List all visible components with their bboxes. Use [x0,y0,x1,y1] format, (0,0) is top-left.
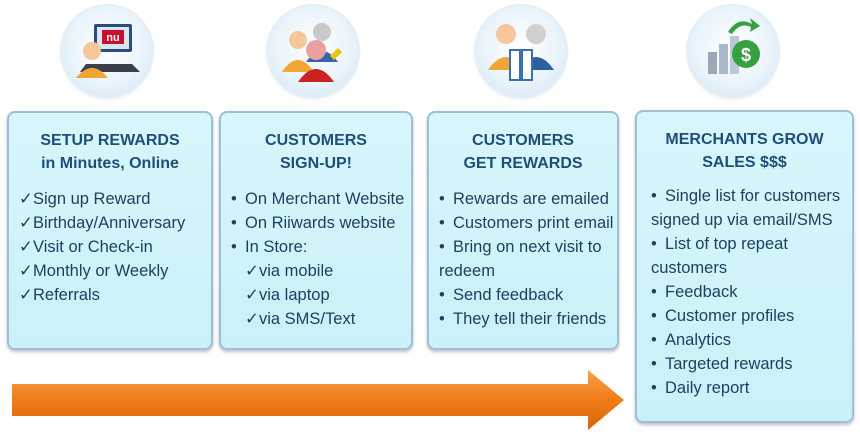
gift-exchange-icon [476,6,566,96]
list-item: •On Merchant Website [231,190,405,208]
panel-customers-signup: CUSTOMERS SIGN-UP! •On Merchant Website … [219,111,413,350]
panel-title: CUSTOMERS SIGN-UP! [265,132,367,172]
list-item: •In Store: [231,238,308,256]
list-item: ✓via mobile [245,262,334,280]
panel-title: MERCHANTS GROW SALES $$$ [665,131,824,171]
feature-list: •Single list for customers signed up via… [637,184,852,400]
list-item: •Bring on next visit to redeem [439,238,602,280]
list-item: •Customer profiles [651,307,795,325]
svg-text:$: $ [741,45,751,65]
panel-customers-get-rewards: CUSTOMERS GET REWARDS •Rewards are email… [427,111,619,350]
panel-title: SETUP REWARDS in Minutes, Online [40,132,180,172]
progress-arrow [12,370,624,430]
list-item: •Targeted rewards [651,355,793,373]
list-item: ✓Birthday/Anniversary [19,214,186,232]
feature-list: •Rewards are emailed •Customers print em… [429,187,617,331]
list-item: •On Riiwards website [231,214,396,232]
list-item: ✓via SMS/Text [245,310,356,328]
laptop-screen-text: nu [106,32,119,44]
list-item: ✓via laptop [245,286,330,304]
list-item: ✓Sign up Reward [19,190,151,208]
list-item: •Single list for customers signed up via… [651,187,841,229]
list-item: •Send feedback [439,286,564,304]
feature-list: •On Merchant Website •On Riiwards websit… [221,187,411,331]
list-item: •Customers print email [439,214,614,232]
list-item: •Rewards are emailed [439,190,609,208]
list-item: •List of top repeat customers [651,235,788,277]
laptop-user-icon: nu [62,6,152,96]
list-item: ✓Monthly or Weekly [19,262,169,280]
customers-group-icon [268,6,358,96]
panel-title: CUSTOMERS GET REWARDS [463,132,583,172]
sales-growth-icon: $ [688,6,778,96]
list-item: •Analytics [651,331,732,349]
list-item: •Daily report [651,379,750,397]
list-item: •They tell their friends [439,310,607,328]
list-item: •Feedback [651,283,738,301]
list-item: ✓Visit or Check-in [19,238,153,256]
panel-merchants-grow: MERCHANTS GROW SALES $$$ •Single list fo… [635,110,854,423]
list-item: ✓Referrals [19,286,100,304]
feature-list: ✓Sign up Reward ✓Birthday/Anniversary ✓V… [9,187,211,307]
panel-setup-rewards: SETUP REWARDS in Minutes, Online ✓Sign u… [7,111,213,350]
